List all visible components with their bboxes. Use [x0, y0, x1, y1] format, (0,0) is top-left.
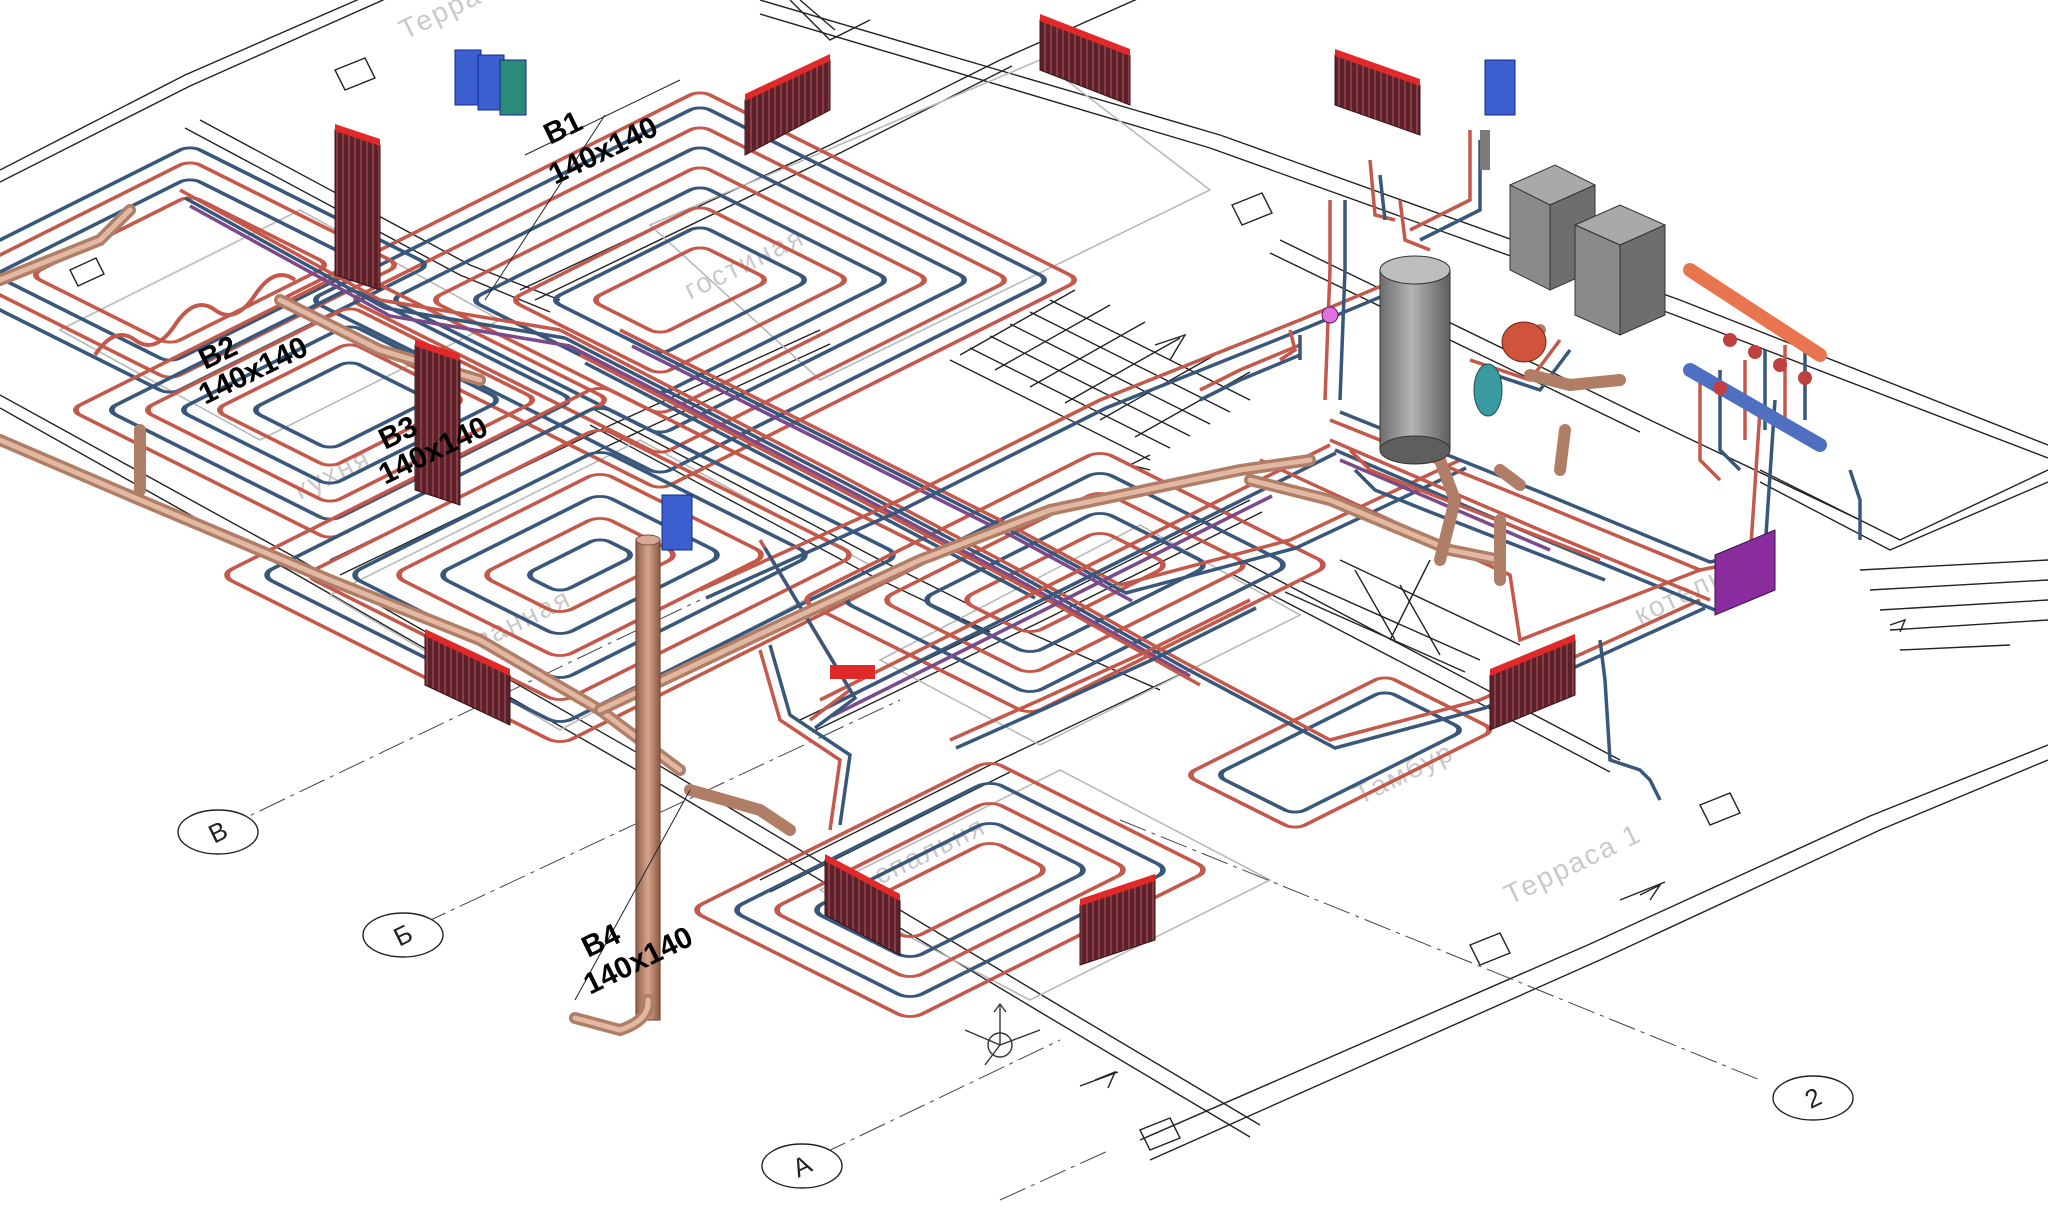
ventilation-ducts	[0, 204, 1626, 1037]
tank-icon	[1379, 255, 1451, 465]
axis-marker-a: А	[761, 1143, 843, 1189]
room-label-vestibule: Тамбур	[1349, 736, 1459, 811]
radiator-icon	[334, 124, 381, 291]
boiler-icon	[1573, 204, 1667, 336]
radiator-icon	[830, 665, 875, 679]
radiator-icon	[744, 54, 831, 156]
radiator-icon	[1334, 49, 1421, 136]
radiator-icon	[414, 339, 461, 506]
coordinate-system-icon	[964, 1002, 1041, 1066]
radiator-icon	[424, 629, 511, 726]
grid-axes	[219, 599, 1761, 1201]
radiator-icon	[1039, 14, 1131, 106]
tank-icon	[1473, 321, 1547, 417]
radiator-icon	[1079, 874, 1156, 966]
boiler-room	[1321, 130, 1827, 465]
pipe-bundles	[179, 130, 1862, 831]
radiator-icon	[824, 854, 901, 956]
grille-icon	[454, 49, 527, 116]
axis-marker-b: Б	[362, 912, 444, 958]
radiators	[334, 14, 1776, 966]
room-labels: Терра гостиная кухня ванная спальня Тамб…	[289, 0, 1777, 910]
grille-icon	[661, 494, 693, 551]
axis-marker-v: В	[177, 809, 259, 855]
room-label-terrace-top: Терра	[394, 0, 487, 45]
manifold-icon	[1683, 263, 1827, 452]
radiator-icon	[1489, 634, 1576, 731]
radiator-icon	[1714, 529, 1776, 616]
axis-marker-2: 2	[1772, 1075, 1854, 1121]
duct-riser-b4	[635, 539, 661, 1021]
room-label-terrace-1: Терраса 1	[1499, 817, 1646, 910]
grille-icon	[1484, 59, 1516, 116]
air-grilles	[454, 49, 1516, 551]
